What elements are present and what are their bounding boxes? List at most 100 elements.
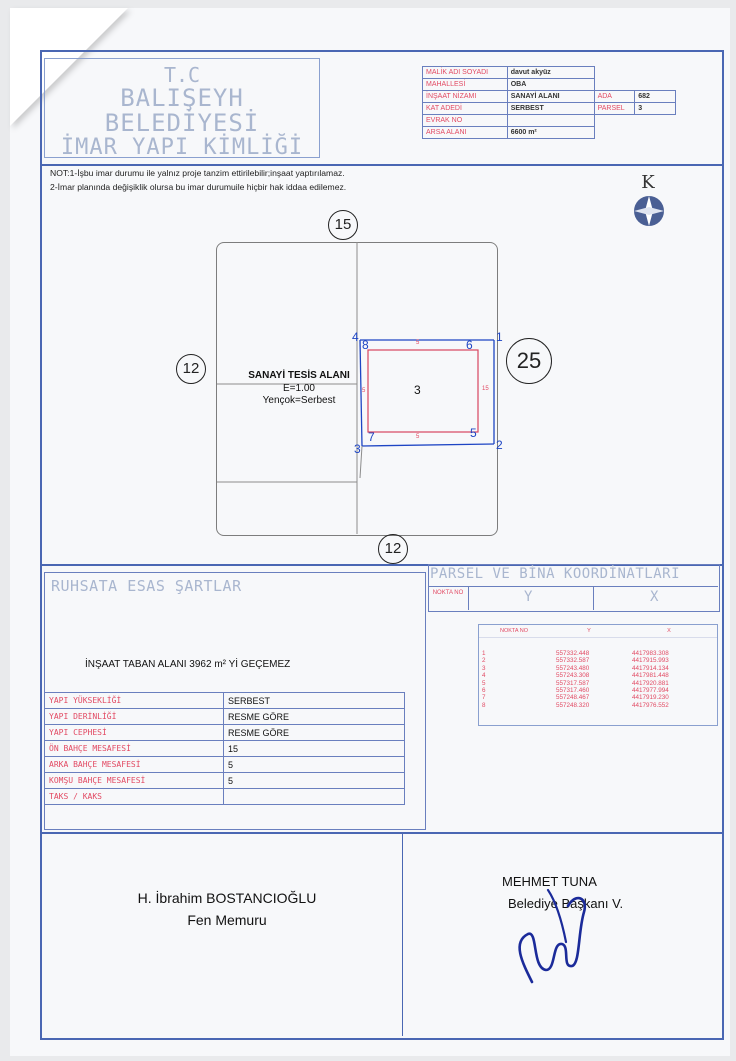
road-width-right: 25 [506,338,552,384]
title-box: T.C BALIŞEYH BELEDİYESİ İMAR YAPI KİMLİĞ… [44,58,320,161]
condition-label: ARKA BAHÇE MESAFESİ [44,756,224,773]
info-row: EVRAK NO [422,114,676,127]
ada-value: 682 [634,90,676,103]
point-8: 8 [362,338,369,352]
info-value: OBA [506,78,595,91]
info-label: ARSA ALANI [422,126,508,139]
condition-value: SERBEST [223,692,405,709]
form-frame: T.C BALIŞEYH BELEDİYESİ İMAR YAPI KİMLİĞ… [40,50,724,1040]
info-label: EVRAK NO [422,114,508,127]
title-doc: İMAR YAPI KİMLİĞİ [60,135,304,161]
zone-name: SANAYİ TESİS ALANI [248,370,350,381]
ada-label: ADA [593,90,636,103]
mayor-title: Belediye Başkanı V. [508,896,624,911]
parsel-value: 3 [634,102,676,115]
parsel-label: PARSEL [593,102,636,115]
info-row: ARSA ALANI 6600 m² [422,126,676,139]
info-label: MALİK ADI SOYADI [422,66,508,79]
point-4: 4 [352,330,359,344]
zone-height: Yençok=Serbest [262,395,336,406]
document-page: T.C BALIŞEYH BELEDİYESİ İMAR YAPI KİMLİĞ… [10,8,730,1056]
road-width-top: 15 [328,210,358,240]
condition-label: ÖN BAHÇE MESAFESİ [44,740,224,757]
condition-value: RESME GÖRE [223,724,405,741]
condition-label: KOMŞU BAHÇE MESAFESİ [44,772,224,789]
coordinates-title: PARSEL VE BİNA KOORDİNATLARI [430,566,681,582]
note-line-2: 2-İmar planında değişiklik olursa bu ima… [50,182,347,192]
setback-left: 5 [362,388,366,394]
floor-area-limit: İNŞAAT TABAN ALANI 3962 m² Yİ GEÇEMEZ [85,659,291,670]
owner-info-table: MALİK ADI SOYADI davut akyüz MAHALLESİ O… [422,66,676,139]
condition-row: TAKS / KAKS [44,788,405,805]
zoning-plan-section: NOT:1-İşbu imar durumu ile yalnız proje … [42,164,722,566]
info-row: MALİK ADI SOYADI davut akyüz [422,66,676,79]
condition-value: 5 [223,772,405,789]
point-3: 3 [354,442,361,456]
condition-label: TAKS / KAKS [44,788,224,805]
condition-label: YAPI CEPHESİ [44,724,224,741]
officer-name: H. İbrahim BOSTANCIOĞLU [137,890,317,906]
road-width-left: 12 [176,354,206,384]
info-value: davut akyüz [506,66,595,79]
point-2: 2 [496,438,503,452]
info-label: MAHALLESİ [422,78,508,91]
setback-top: 5 [416,340,420,346]
conditions-title: RUHSATA ESAS ŞARTLAR [51,577,242,595]
point-5: 5 [470,426,477,440]
setback-right: 15 [482,386,489,392]
permit-conditions-box: RUHSATA ESAS ŞARTLAR İNŞAAT TABAN ALANI … [44,572,426,830]
officer-title: Fen Memuru [187,912,267,928]
nokta-header: NOKTA NO [432,590,464,596]
signature-section: H. İbrahim BOSTANCIOĞLU Fen Memuru MEHME… [42,832,722,1038]
condition-value [223,788,405,805]
condition-value: 15 [223,740,405,757]
condition-label: YAPI DERİNLİĞİ [44,708,224,725]
inner-x-header: X [667,628,671,634]
zone-e: E=1.00 [283,383,315,394]
title-tc: T.C [163,63,201,87]
plan-lines [217,242,495,534]
point-6: 6 [466,338,473,352]
inner-nokta-header: NOKTA NO [499,628,528,634]
note-line-1: NOT:1-İşbu imar durumu ile yalnız proje … [50,168,345,178]
info-row: MAHALLESİ OBA [422,78,676,91]
parcel-number: 3 [414,383,421,397]
header-section: T.C BALIŞEYH BELEDİYESİ İMAR YAPI KİMLİĞ… [42,52,722,166]
point-7: 7 [368,430,375,444]
x-header: X [650,589,659,605]
info-value: SERBEST [506,102,595,115]
conditions-section: RUHSATA ESAS ŞARTLAR İNŞAAT TABAN ALANI … [42,564,722,834]
mayor-name: MEHMET TUNA [502,874,597,889]
north-arrow-icon [634,196,664,226]
setback-bottom: 5 [416,434,420,440]
title-municipality: BALIŞEYH BELEDİYESİ [104,84,260,138]
condition-value: RESME GÖRE [223,708,405,725]
road-width-bottom: 12 [378,534,408,564]
info-value: SANAYİ ALANI [506,90,595,103]
info-label: İNŞAAT NİZAMI [422,90,508,103]
info-value [506,114,595,127]
condition-label: YAPI YÜKSEKLİĞİ [44,692,224,709]
north-letter: K [641,172,655,193]
coordinates-box: PARSEL VE BİNA KOORDİNATLARI NOKTA NO Y … [428,564,720,828]
inner-y-header: Y [587,628,591,634]
point-1: 1 [496,330,503,344]
condition-value: 5 [223,756,405,773]
